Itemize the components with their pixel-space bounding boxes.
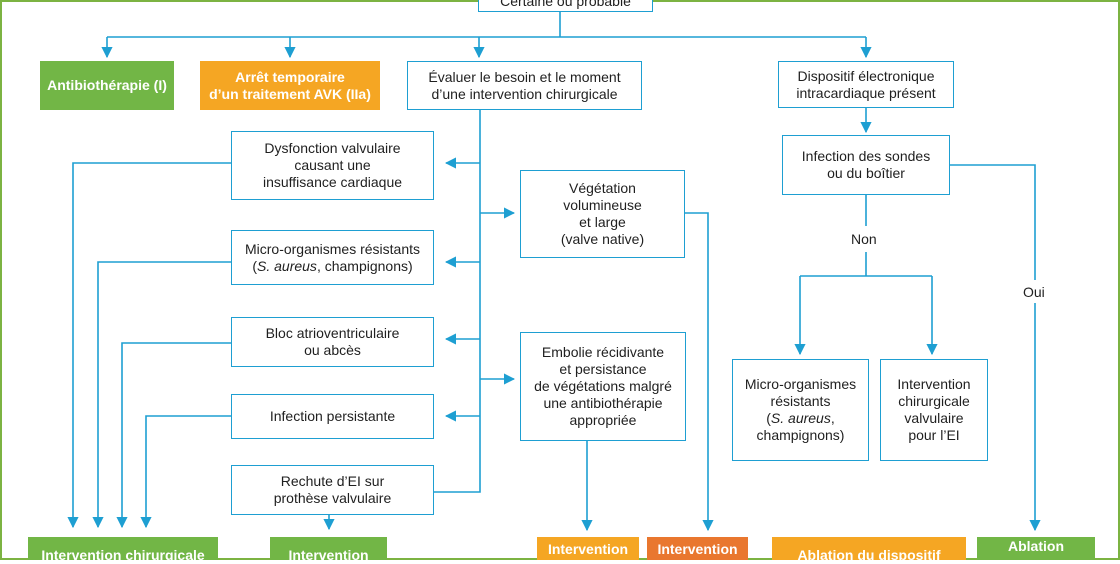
oui-label: Oui (1020, 284, 1048, 300)
dysfonction-box: Dysfonction valvulaire causant une insuf… (231, 131, 434, 200)
dysfonction-text: Dysfonction valvulaire causant une insuf… (262, 140, 403, 190)
vegetation-text: Végétation volumineuse et large (valve n… (560, 180, 645, 247)
sondes-box: Infection des sondes ou du boîtier (782, 135, 950, 195)
dispositif-text: Dispositif électronique intracardiaque p… (796, 67, 936, 101)
top-source-box: Certaine ou probable (478, 0, 653, 12)
micro-organismes-right-box: Micro-organismes résistants (S. aureus, … (732, 359, 869, 461)
micro-italic: S. aureus (257, 257, 317, 274)
micro-right-text: Micro-organismes résistants (S. aureus, … (745, 376, 856, 444)
rechute-box: Rechute d’EI sur prothèse valvulaire (231, 465, 434, 515)
bloc-box: Bloc atrioventriculaire ou abcès (231, 317, 434, 367)
line-bloc-down (116, 342, 231, 529)
intervention-ei-text: Intervention chirurgicale valvulaire pou… (897, 376, 971, 443)
bottom-intervention-chirurgicale-box: Intervention chirurgicale (28, 537, 218, 563)
line-micro-down (92, 261, 231, 529)
infection-text: Infection persistante (269, 408, 396, 424)
sondes-text: Infection des sondes ou du boîtier (801, 148, 931, 181)
non-label: Non (848, 231, 880, 247)
embolie-text: Embolie récidivante et persistance de vé… (534, 344, 672, 428)
top-source-text: Certaine ou probable (500, 0, 631, 9)
micro-right-post: , champignons) (756, 410, 845, 443)
embolie-box: Embolie récidivante et persistance de vé… (520, 332, 686, 441)
infection-persistante-box: Infection persistante (231, 394, 434, 439)
line-sondes-right (950, 164, 1036, 280)
arret-avk-box: Arrêt temporaire d’un traitement AVK (II… (200, 61, 380, 110)
micro-right-italic: S. aureus (770, 410, 831, 426)
micro-pre: Micro-organismes résistants (244, 240, 421, 257)
micro-post: , champignons) (316, 257, 413, 274)
bottom-ablation-box: Ablation (977, 537, 1095, 560)
line-infection-down (140, 415, 231, 529)
vegetation-box: Végétation volumineuse et large (valve n… (520, 170, 685, 258)
bottom-intervention-box-3: Intervention (647, 537, 748, 560)
evaluer-trunk-line (434, 110, 481, 493)
evaluer-text: Évaluer le besoin et le moment d’une int… (428, 68, 621, 102)
evaluer-box: Évaluer le besoin et le moment d’une int… (407, 61, 642, 110)
rechute-text: Rechute d’EI sur prothèse valvulaire (273, 473, 392, 506)
line-dysfonction-down (67, 162, 231, 529)
bottom-intervention-box-2: Intervention (537, 537, 639, 560)
intervention-ei-box: Intervention chirurgicale valvulaire pou… (880, 359, 988, 461)
bottom-intervention-box-1: Intervention (270, 537, 387, 563)
micro-organismes-text: Micro-organismes résistants(S. aureus, c… (244, 240, 421, 274)
micro-organismes-box: Micro-organismes résistants(S. aureus, c… (231, 230, 434, 285)
antibiotherapie-box: Antibiothérapie (I) (40, 61, 174, 110)
bloc-text: Bloc atrioventriculaire ou abcès (265, 325, 400, 358)
bottom-ablation-dispositif-box: Ablation du dispositif (772, 537, 966, 563)
line-vegetation-down (685, 212, 714, 532)
dispositif-box: Dispositif électronique intracardiaque p… (778, 61, 954, 108)
micro-right-pre: Micro-organismes résistants ( (744, 376, 857, 426)
